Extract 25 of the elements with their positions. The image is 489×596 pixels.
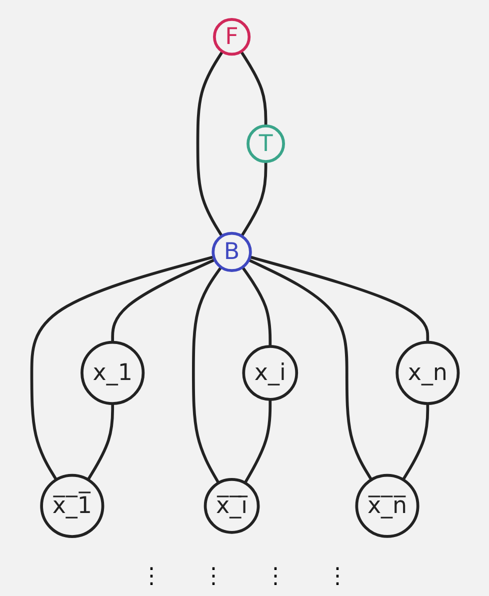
node-circle: x̅_̅i̅ (203, 478, 260, 534)
connector (86, 404, 114, 480)
connector (192, 266, 222, 484)
node-circle: B (211, 232, 252, 272)
node-circle: x_n (395, 340, 460, 405)
vertical-ellipsis: ⋮ (140, 564, 162, 588)
connector (401, 404, 429, 481)
connector (240, 162, 267, 237)
node-circle: x̅_̅n̅ (354, 474, 419, 538)
vertical-ellipsis: ⋮ (326, 564, 348, 588)
node-circle: x̅_̅1̅ (40, 474, 104, 538)
vertical-ellipsis: ⋮ (264, 564, 286, 588)
node-circle: F (212, 18, 250, 56)
connector (196, 50, 224, 237)
connector (110, 258, 215, 342)
node-circle: x_i (242, 345, 298, 401)
node-circle: x_1 (80, 340, 144, 405)
connector (239, 50, 267, 126)
connector (30, 255, 214, 480)
vertical-ellipsis: ⋮ (202, 564, 224, 588)
connector (248, 256, 429, 342)
connector (243, 399, 272, 484)
connector (240, 266, 272, 346)
connector (248, 258, 372, 481)
node-circle: T (246, 124, 284, 163)
